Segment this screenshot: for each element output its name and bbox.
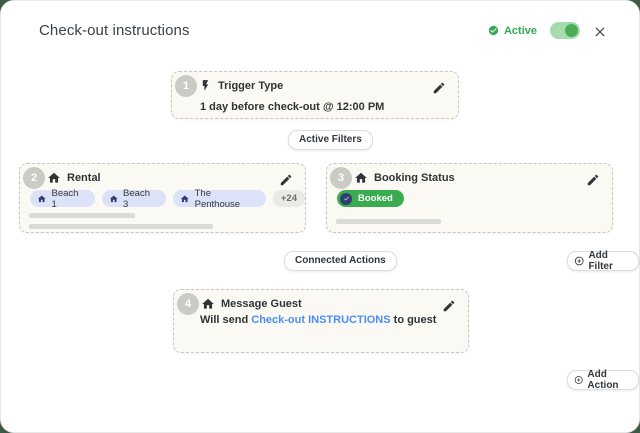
- rental-chip-row: Beach 1 Beach 3 The Penthouse +24: [30, 187, 305, 210]
- booked-status-chip[interactable]: Booked: [337, 190, 404, 207]
- edit-icon[interactable]: [279, 173, 293, 187]
- message-card-header: Message Guest: [201, 297, 302, 311]
- booked-chip-label: Booked: [358, 193, 393, 204]
- rental-chip-label: Beach 3: [123, 187, 150, 210]
- message-description-prefix: Will send: [200, 314, 252, 326]
- add-action-button[interactable]: Add Action: [567, 369, 639, 391]
- edit-icon[interactable]: [442, 299, 456, 313]
- message-template-link[interactable]: Check-out INSTRUCTIONS: [251, 314, 391, 326]
- step-number-badge: 1: [175, 75, 197, 97]
- active-toggle[interactable]: [550, 22, 580, 39]
- status-badge: Active: [488, 25, 537, 37]
- active-filters-label: Active Filters: [288, 130, 373, 150]
- page-title: Check-out instructions: [39, 22, 190, 39]
- trigger-card-header: Trigger Type: [199, 79, 283, 92]
- rental-chip[interactable]: Beach 1: [30, 187, 95, 210]
- step-number-badge: 3: [330, 167, 352, 189]
- add-filter-button[interactable]: Add Filter: [567, 250, 639, 272]
- header-actions: Active: [488, 22, 607, 39]
- message-guest-action-card: 4 Message Guest Will send Check-out INST…: [173, 289, 469, 353]
- skeleton-bar: [29, 224, 213, 229]
- plus-circle-icon: [574, 376, 583, 384]
- plus-circle-icon: [574, 256, 584, 266]
- rental-chip[interactable]: Beach 3: [101, 187, 167, 210]
- rental-chip-label: Beach 1: [51, 187, 79, 210]
- edit-icon[interactable]: [586, 173, 600, 187]
- connected-actions-label: Connected Actions: [284, 251, 397, 271]
- check-circle-icon: [488, 25, 499, 36]
- trigger-card: 1 Trigger Type 1 day before check-out @ …: [171, 71, 459, 119]
- house-icon: [37, 194, 46, 202]
- house-icon: [355, 172, 367, 183]
- message-card-title: Message Guest: [221, 298, 302, 310]
- status-label: Active: [503, 24, 537, 37]
- step-number-badge: 2: [23, 167, 45, 189]
- booking-card-header: Booking Status: [354, 171, 455, 185]
- more-rentals-chip[interactable]: +24: [272, 190, 305, 207]
- booking-card-title: Booking Status: [374, 172, 455, 184]
- check-icon: [340, 192, 352, 205]
- trigger-description: 1 day before check-out @ 12:00 PM: [200, 101, 385, 113]
- message-description-suffix: to guest: [390, 314, 437, 326]
- rental-chip[interactable]: The Penthouse: [173, 187, 266, 210]
- house-icon: [109, 194, 118, 202]
- message-description: Will send Check-out INSTRUCTIONS to gues…: [200, 314, 436, 326]
- rental-filter-card: 2 Rental Beach 1 Beach 3 The Pe: [19, 163, 306, 233]
- skeleton-bar: [29, 213, 135, 218]
- house-icon: [202, 298, 214, 309]
- house-icon: [48, 172, 60, 183]
- close-icon[interactable]: [593, 24, 607, 38]
- edit-icon[interactable]: [432, 81, 446, 95]
- add-filter-label: Add Filter: [588, 250, 613, 272]
- toggle-knob: [565, 24, 578, 37]
- add-action-label: Add Action: [587, 369, 619, 391]
- rental-chip-label: The Penthouse: [194, 187, 241, 210]
- house-icon: [180, 194, 189, 202]
- trigger-card-title: Trigger Type: [218, 79, 284, 92]
- skeleton-bar: [336, 219, 441, 224]
- rental-card-header: Rental: [47, 171, 101, 185]
- booking-status-filter-card: 3 Booking Status Booked: [326, 163, 613, 233]
- step-number-badge: 4: [177, 293, 199, 315]
- lightning-bolt-icon: [202, 80, 209, 91]
- booking-chip-row: Booked: [337, 190, 404, 207]
- rental-card-title: Rental: [67, 172, 101, 184]
